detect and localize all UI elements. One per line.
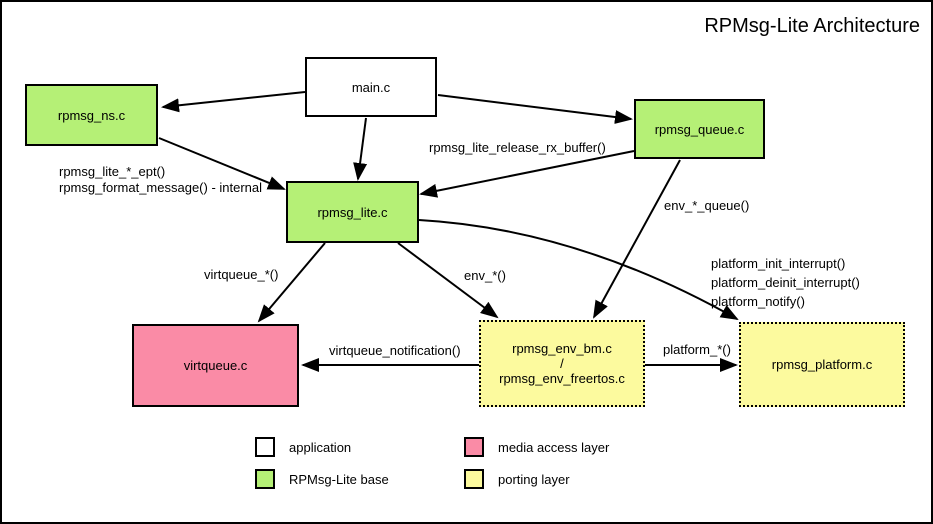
edge-label-ept-internal: rpmsg_lite_*_ept() rpmsg_format_message(…: [59, 164, 263, 195]
edge-label-virtqueue-star: virtqueue_*(): [204, 267, 279, 282]
node-main: main.c: [305, 57, 437, 117]
edge-label-release-rx-buffer: rpmsg_lite_release_rx_buffer(): [429, 140, 606, 155]
edge-label-platform-interrupts: platform_init_interrupt() platform_deini…: [711, 256, 860, 309]
arrow-rpmsg-queue-to-env: [593, 159, 681, 319]
edge-label-platform-star: platform_*(): [663, 342, 731, 357]
legend-swatch-porting-layer: [464, 469, 484, 489]
node-virtqueue: virtqueue.c: [132, 324, 299, 407]
node-rpmsg-ns: rpmsg_ns.c: [25, 84, 158, 146]
legend-item-rpmsg-lite-base: RPMsg-Lite base: [255, 469, 389, 489]
legend-item-porting-layer: porting layer: [464, 469, 570, 489]
legend-swatch-rpmsg-lite-base: [255, 469, 275, 489]
legend-label-application: application: [289, 439, 352, 455]
arrow-main-to-rpmsg-queue: [437, 94, 633, 124]
legend-swatch-application: [255, 437, 275, 457]
node-rpmsg-queue: rpmsg_queue.c: [634, 99, 765, 159]
arrow-main-to-rpmsg-ns: [161, 91, 306, 113]
legend-label-media-access-layer: media access layer: [498, 439, 610, 455]
node-rpmsg-env: rpmsg_env_bm.c / rpmsg_env_freertos.c: [479, 320, 645, 407]
edge-label-virtqueue-notification: virtqueue_notification(): [329, 343, 461, 358]
legend-item-media-access-layer: media access layer: [464, 437, 609, 457]
diagram-title: RPMsg-Lite Architecture: [704, 15, 920, 37]
edge-label-env-queue: env_*_queue(): [664, 198, 750, 213]
legend-label-rpmsg-lite-base: RPMsg-Lite base: [289, 471, 389, 487]
node-rpmsg-lite: rpmsg_lite.c: [286, 181, 419, 243]
legend-item-application: application: [255, 437, 351, 457]
arrow-main-to-rpmsg-lite: [353, 117, 368, 181]
legend-label-porting-layer: porting layer: [498, 471, 570, 487]
edge-label-env-star: env_*(): [464, 268, 506, 283]
node-rpmsg-platform: rpmsg_platform.c: [739, 322, 905, 407]
legend-swatch-media-access-layer: [464, 437, 484, 457]
arrow-rpmsg-queue-to-rpmsg-lite: [419, 150, 635, 198]
